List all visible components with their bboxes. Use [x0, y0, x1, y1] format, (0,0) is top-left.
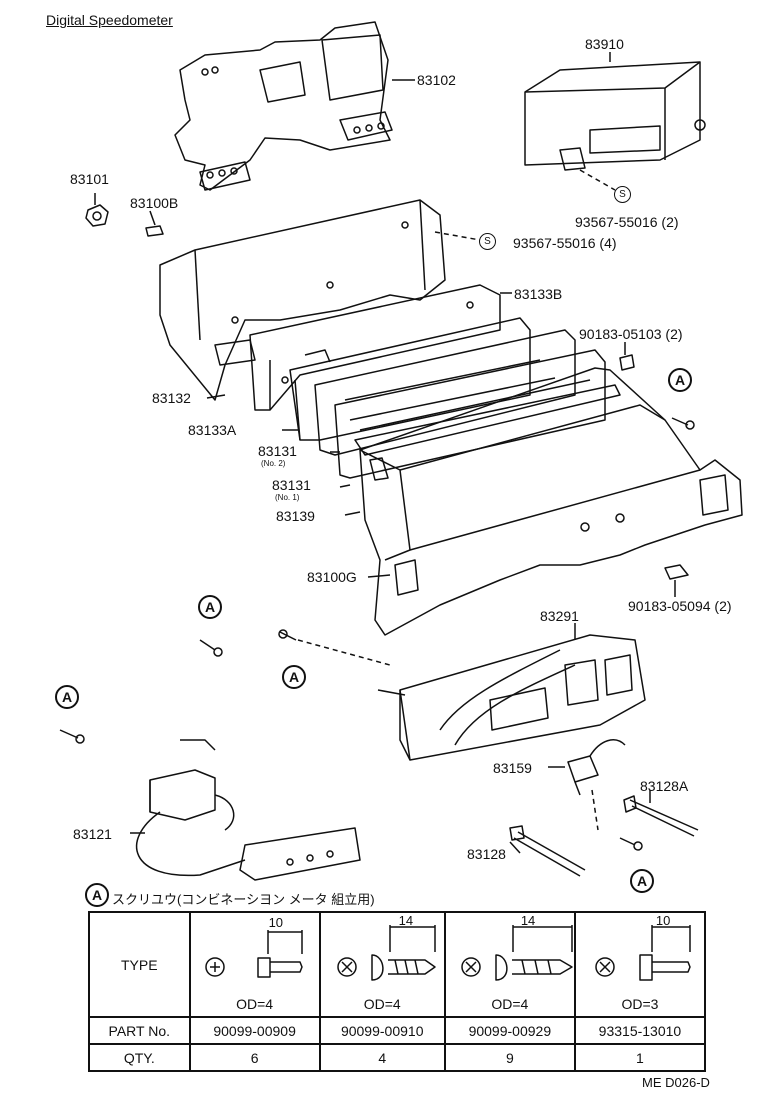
label-83133B: 83133B	[514, 286, 563, 302]
type-cell-2: 14 OD=4	[318, 911, 446, 1018]
part-1: 90099-00909	[188, 1016, 321, 1045]
bulb-83100B	[145, 225, 164, 237]
type-header: TYPE	[88, 911, 191, 1018]
leader-83128	[509, 841, 521, 854]
plate-83133B	[249, 284, 501, 411]
plate-83131-no1	[334, 349, 606, 479]
plate-83133A	[289, 317, 531, 441]
screw-marker-s-mid: S	[479, 233, 496, 250]
circuit-board-83291	[377, 634, 646, 761]
qty-row: QTY. 6 4 9 1	[88, 1043, 707, 1072]
leader-83100G	[367, 574, 391, 578]
type-row: TYPE 10 OD=4 14 OD=4 14 OD=4 10 OD=3	[88, 911, 707, 1018]
screw-bottom	[619, 837, 643, 851]
clip-90183-05094	[664, 564, 689, 580]
label-83128: 83128	[467, 846, 506, 862]
cluster-panel-83100G	[359, 367, 743, 636]
label-83101: 83101	[70, 171, 109, 187]
label-83132: 83132	[152, 390, 191, 406]
marker-a-left-2: A	[55, 685, 79, 709]
part-2: 90099-00910	[318, 1016, 446, 1045]
label-83128A: 83128A	[640, 778, 689, 794]
label-83131-no1-sub: (No. 1)	[275, 493, 300, 502]
type-cell-3: 14 OD=4	[443, 911, 576, 1018]
label-83121: 83121	[73, 826, 112, 842]
label-83100G: 83100G	[307, 569, 357, 585]
label-83131-no2: 83131	[258, 443, 297, 459]
screw-note: スクリユウ(コンビネーシヨン メータ 組立用)	[112, 892, 375, 907]
leader-screw-bottom	[591, 789, 599, 831]
bulb-83101	[85, 204, 109, 227]
diagram-code: ME D026-D	[642, 1075, 710, 1090]
switch-assembly-83121	[135, 739, 361, 881]
qty-header: QTY.	[88, 1043, 191, 1072]
leader-screw-board	[297, 639, 391, 666]
label-83159: 83159	[493, 760, 532, 776]
screw-mid	[278, 629, 297, 641]
part-header: PART No.	[88, 1016, 191, 1045]
label-90183-05103: 90183-05103 (2)	[579, 326, 683, 342]
screw-marker-s-top: S	[614, 186, 631, 203]
module-83910	[524, 61, 706, 171]
lens-83139	[354, 384, 621, 456]
screw-left-1	[199, 639, 223, 657]
marker-a-left-1: A	[198, 595, 222, 619]
leader-83100B	[149, 210, 156, 226]
leader-screw-mid	[434, 231, 481, 241]
marker-a-mid: A	[282, 665, 306, 689]
leader-screw-top	[579, 169, 616, 191]
qty-1: 6	[188, 1043, 321, 1072]
screw-spec-table: TYPE 10 OD=4 14 OD=4 14 OD=4 10 OD=3 PAR…	[88, 911, 707, 1072]
od-4: OD=3	[621, 996, 659, 1012]
label-83131-no1: 83131	[272, 477, 311, 493]
part-row: PART No. 90099-00909 90099-00910 90099-0…	[88, 1016, 707, 1045]
label-83131-no2-sub: (No. 2)	[261, 459, 286, 468]
dim-2: 14	[398, 913, 414, 928]
label-83133A: 83133A	[188, 422, 237, 438]
bracket-plate-83102	[174, 21, 393, 191]
label-83910: 83910	[585, 36, 624, 52]
screw-left-2	[59, 729, 85, 744]
label-90183-05094: 90183-05094 (2)	[628, 598, 732, 614]
leader-83139	[344, 511, 361, 516]
type-cell-1: 10 OD=4	[188, 911, 321, 1018]
od-3: OD=4	[491, 996, 529, 1012]
marker-a-note: A	[85, 883, 109, 907]
part-3: 90099-00929	[443, 1016, 576, 1045]
plate-83131-no2	[314, 329, 576, 456]
diagram-title: Digital Speedometer	[46, 12, 173, 28]
marker-a-right: A	[668, 368, 692, 392]
label-83139: 83139	[276, 508, 315, 524]
rod-83128A	[623, 795, 699, 837]
sensor-83159	[567, 739, 626, 796]
dim-1: 10	[268, 915, 284, 930]
od-1: OD=4	[236, 996, 274, 1012]
label-93567-55016-4: 93567-55016 (4)	[513, 235, 617, 251]
marker-a-bottom: A	[630, 869, 654, 893]
qty-2: 4	[318, 1043, 446, 1072]
label-93567-55016-2: 93567-55016 (2)	[575, 214, 679, 230]
part-4: 93315-13010	[573, 1016, 707, 1045]
dim-3: 14	[520, 913, 536, 928]
leader-83131-no1	[339, 484, 351, 488]
label-83291: 83291	[540, 608, 579, 624]
label-83102: 83102	[417, 72, 456, 88]
type-cell-4: 10 OD=3	[573, 911, 707, 1018]
qty-3: 9	[443, 1043, 576, 1072]
qty-4: 1	[573, 1043, 707, 1072]
dim-4: 10	[655, 913, 671, 928]
screw-right	[671, 417, 695, 430]
od-2: OD=4	[363, 996, 401, 1012]
housing-83132	[159, 199, 446, 401]
rod-83128	[509, 825, 586, 877]
clip-90183-05103	[619, 354, 635, 371]
label-83100B: 83100B	[130, 195, 179, 211]
leader-83132	[206, 394, 226, 399]
